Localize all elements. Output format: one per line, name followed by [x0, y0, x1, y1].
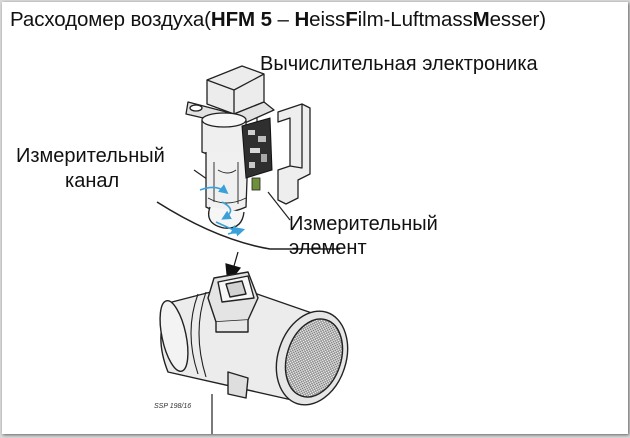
diagram-title: Расходомер воздуха(HFM 5 – HeissFilm-Luf…: [10, 8, 546, 32]
airflow-arrow-icon: [199, 184, 246, 237]
label-element-line2: элемент: [289, 237, 367, 259]
label-electronics: Вычислительная электроника: [260, 53, 538, 75]
title-model: HFM 5: [210, 8, 272, 31]
electronics-board-icon: [241, 117, 273, 191]
leader-element: [267, 191, 291, 221]
label-channel-line1: Измерительный: [16, 145, 165, 167]
label-element-line1: Измерительный: [289, 213, 438, 235]
title-film-rest: ilm-Luftmass: [357, 8, 473, 31]
title-prefix: Расходомер воздуха(: [10, 8, 211, 31]
title-dash: –: [271, 8, 295, 31]
section-arc: [156, 201, 340, 250]
title-heiss-rest: eiss: [309, 8, 346, 31]
air-mass-meter-housing-icon: [159, 271, 349, 434]
label-channel-line2: канал: [65, 170, 120, 192]
title-letter-f: F: [345, 8, 358, 31]
figure-code: SSP 198/16: [154, 403, 192, 410]
cover-plate-icon: [277, 103, 311, 205]
title-messer-rest: esser): [489, 8, 546, 31]
title-letter-m: M: [472, 8, 490, 31]
title-letter-h: H: [294, 8, 310, 31]
